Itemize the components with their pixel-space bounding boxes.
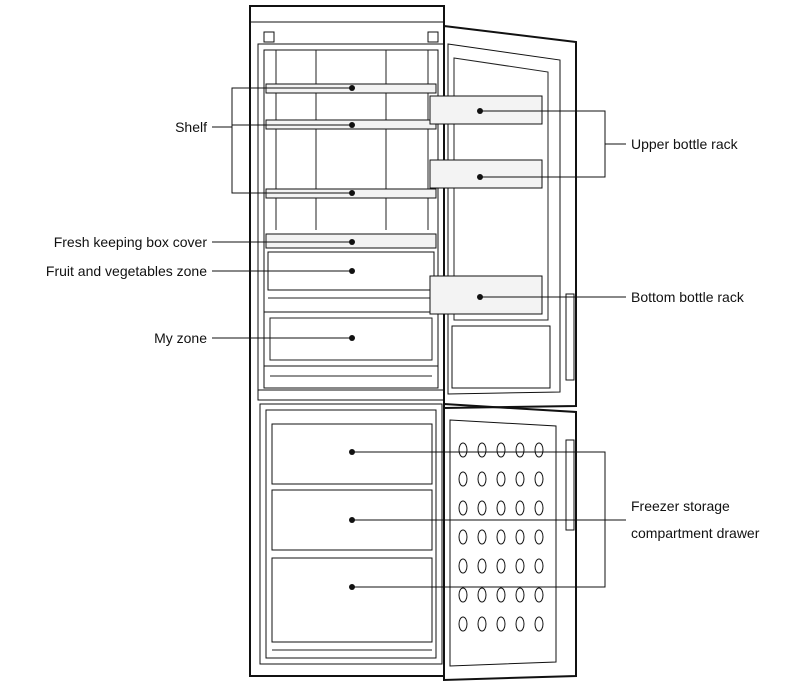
door-embossing-oval — [477, 529, 487, 545]
leader-dots — [349, 85, 483, 590]
door-embossing-oval — [534, 500, 544, 516]
fridge-door-outline — [443, 24, 577, 410]
dot-shelf-2 — [349, 122, 355, 128]
door-embossing-oval — [515, 442, 525, 458]
dot-upper-rack-1 — [477, 108, 483, 114]
dot-bottom-rack — [477, 294, 483, 300]
label-fresh-keeping-box-cover: Fresh keeping box cover — [54, 234, 208, 250]
door-embossing-oval — [477, 558, 487, 574]
door-embossing-oval — [458, 471, 468, 487]
door-embossing-oval — [534, 529, 544, 545]
freezer-compartment — [259, 403, 443, 665]
door-embossing-oval — [477, 587, 487, 603]
door-embossing-oval — [496, 529, 506, 545]
door-embossing-oval — [534, 616, 544, 632]
dot-shelf-1 — [349, 85, 355, 91]
cabinet-outline — [249, 5, 445, 677]
door-embossing-oval — [477, 442, 487, 458]
dot-fresh-cover — [349, 239, 355, 245]
label-bottom-bottle-rack: Bottom bottle rack — [631, 289, 745, 305]
fridge-door — [429, 24, 577, 410]
door-embossing-oval — [515, 529, 525, 545]
dot-my-zone — [349, 335, 355, 341]
door-embossing-oval — [534, 558, 544, 574]
dot-freezer-1 — [349, 449, 355, 455]
door-embossing-oval — [496, 616, 506, 632]
upper-bottle-rack-1 — [429, 95, 543, 125]
door-embossing-oval — [515, 616, 525, 632]
shelf-bracket — [231, 87, 352, 194]
door-embossing-oval — [458, 442, 468, 458]
bottom-bottle-rack-part — [429, 275, 543, 315]
door-embossing-oval — [496, 442, 506, 458]
door-embossing-oval — [496, 558, 506, 574]
door-embossing-oval — [458, 558, 468, 574]
door-embossing-oval — [458, 529, 468, 545]
door-embossing-oval — [534, 587, 544, 603]
dot-shelf-3 — [349, 190, 355, 196]
fridge-door-handle — [565, 293, 575, 381]
freezer-door-embossing — [458, 442, 544, 632]
door-embossing-oval — [515, 471, 525, 487]
label-upper-bottle-rack: Upper bottle rack — [631, 136, 739, 152]
door-embossing-oval — [515, 558, 525, 574]
dot-freezer-2 — [349, 517, 355, 523]
door-embossing-oval — [496, 471, 506, 487]
door-embossing-oval — [496, 587, 506, 603]
door-embossing-oval — [496, 500, 506, 516]
door-lower-bin — [451, 325, 551, 389]
fridge-cabinet — [249, 5, 445, 677]
door-embossing-oval — [515, 587, 525, 603]
door-embossing-oval — [534, 442, 544, 458]
label-my-zone: My zone — [154, 330, 207, 346]
freezer-door — [443, 402, 577, 682]
my-zone-drawer — [263, 311, 439, 367]
dot-upper-rack-2 — [477, 174, 483, 180]
label-freezer-storage-line2: compartment drawer — [631, 525, 760, 541]
labels: Shelf Fresh keeping box cover Fruit and … — [46, 119, 760, 541]
door-embossing-oval — [515, 500, 525, 516]
leader-lines — [212, 87, 626, 588]
door-embossing-oval — [458, 587, 468, 603]
freezer-drawer-3 — [271, 557, 433, 643]
freezer-door-handle — [565, 439, 575, 531]
dot-freezer-3 — [349, 584, 355, 590]
upper-bottle-rack-2 — [429, 159, 543, 189]
label-freezer-storage-line1: Freezer storage — [631, 498, 730, 514]
freezer-door-outline — [443, 402, 577, 682]
fridge-door-inner — [453, 57, 549, 321]
door-embossing-oval — [477, 616, 487, 632]
freezer-inner-liner — [265, 409, 437, 659]
mullion — [257, 389, 445, 401]
freezer-door-inner — [449, 419, 557, 667]
dot-fruit-zone — [349, 268, 355, 274]
door-embossing-oval — [458, 500, 468, 516]
freezer-drawer-1 — [271, 423, 433, 485]
door-embossing-oval — [477, 500, 487, 516]
top-hinge-left — [263, 31, 275, 43]
door-embossing-oval — [458, 616, 468, 632]
door-embossing-oval — [534, 471, 544, 487]
label-fruit-and-vegetables-zone: Fruit and vegetables zone — [46, 263, 207, 279]
fridge-inner-liner — [263, 49, 439, 389]
label-shelf: Shelf — [175, 119, 207, 135]
my-zone-inner — [269, 317, 433, 361]
top-hinge-right — [427, 31, 439, 43]
door-embossing-oval — [477, 471, 487, 487]
